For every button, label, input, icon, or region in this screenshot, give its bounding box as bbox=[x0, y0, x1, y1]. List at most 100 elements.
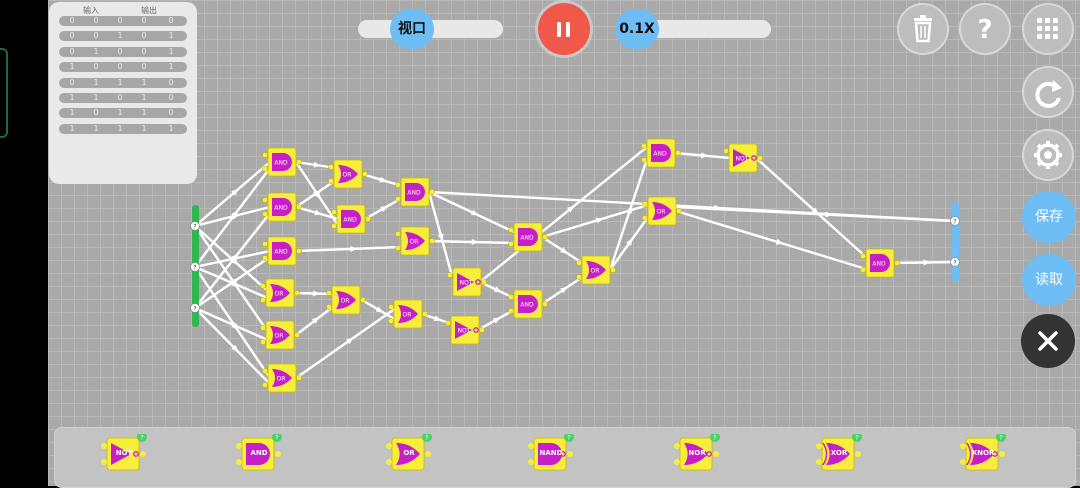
gate-not[interactable]: NOT bbox=[445, 315, 485, 345]
truth-input-cell: 0 bbox=[93, 108, 99, 118]
palette-gate-not[interactable]: ?NOT bbox=[101, 434, 147, 474]
truth-input-cell: 0 bbox=[69, 77, 75, 87]
truth-input-cell: 0 bbox=[69, 31, 75, 41]
gate-and[interactable]: AND bbox=[508, 289, 548, 319]
truth-output-cell: 1 bbox=[168, 123, 174, 133]
wire bbox=[194, 212, 271, 309]
input-pin[interactable]: ? bbox=[190, 221, 200, 231]
gate-label: AND bbox=[274, 248, 288, 255]
gate-or[interactable]: OR bbox=[326, 285, 366, 315]
wire bbox=[194, 256, 271, 309]
gate-and[interactable]: AND bbox=[262, 236, 302, 266]
gate-label: OR bbox=[343, 171, 352, 178]
trash-button[interactable] bbox=[897, 3, 949, 55]
circuit-canvas[interactable] bbox=[48, 0, 1080, 486]
gate-and[interactable]: AND bbox=[860, 248, 900, 278]
settings-button[interactable] bbox=[1022, 129, 1074, 181]
truth-table-header: 输入 输出 bbox=[49, 5, 197, 15]
close-button[interactable] bbox=[1021, 314, 1075, 368]
gear-icon bbox=[1034, 141, 1062, 169]
wire-arrow bbox=[379, 176, 387, 183]
speed-knob[interactable]: 0.1X bbox=[615, 9, 659, 49]
input-pin[interactable]: ? bbox=[190, 303, 200, 313]
palette-gate-xnor[interactable]: ?XNOR bbox=[960, 434, 1006, 474]
palette-gate-label: OR bbox=[403, 449, 415, 457]
gate-or[interactable]: OR bbox=[262, 363, 302, 393]
truth-output-cell: 1 bbox=[168, 62, 174, 72]
wire-arrow bbox=[346, 337, 354, 345]
truth-input-cell: 1 bbox=[117, 31, 123, 41]
gate-label: NOT bbox=[460, 279, 473, 286]
gate-or[interactable]: OR bbox=[395, 226, 435, 256]
input-header: 输入 bbox=[83, 6, 99, 15]
palette-gate-nand[interactable]: ?NAND bbox=[528, 434, 574, 474]
svg-text:?: ? bbox=[425, 434, 428, 442]
gate-and[interactable]: AND bbox=[395, 177, 435, 207]
gate-or[interactable]: OR bbox=[642, 196, 682, 226]
output-pin[interactable]: ? bbox=[950, 257, 960, 267]
truth-input-cell: 0 bbox=[69, 46, 75, 56]
wire-arrow bbox=[231, 278, 239, 285]
left-edge-handle[interactable] bbox=[0, 48, 8, 138]
svg-text:?: ? bbox=[999, 434, 1002, 442]
palette-gate-or[interactable]: ? OR bbox=[386, 434, 432, 474]
wire-arrow bbox=[231, 188, 239, 196]
truth-input-cell: 1 bbox=[141, 108, 147, 118]
save-button[interactable]: 保存 bbox=[1022, 191, 1076, 243]
wire bbox=[608, 158, 649, 271]
truth-input-cell: 1 bbox=[141, 77, 147, 87]
gate-not[interactable]: NOT bbox=[447, 267, 487, 297]
gate-or[interactable]: OR bbox=[576, 255, 616, 285]
truth-input-cell: 0 bbox=[117, 93, 123, 102]
reset-button[interactable] bbox=[1022, 66, 1074, 118]
wire-arrow bbox=[492, 317, 501, 324]
wire bbox=[194, 306, 271, 343]
wire-arrow bbox=[626, 206, 632, 214]
output-pin[interactable]: ? bbox=[950, 216, 960, 226]
palette-gate-label: NAND bbox=[539, 449, 563, 457]
palette-gate-and[interactable]: ?AND bbox=[236, 434, 282, 474]
gate-and[interactable]: AND bbox=[262, 192, 302, 222]
palette-gate-xor[interactable]: ?XOR bbox=[816, 434, 862, 474]
viewport-knob[interactable]: 视口 bbox=[390, 9, 434, 49]
wire-arrow bbox=[470, 209, 479, 216]
menu-button[interactable] bbox=[1022, 3, 1074, 55]
gate-label: AND bbox=[520, 301, 534, 308]
wire-arrow bbox=[314, 191, 321, 200]
gate-and[interactable]: AND bbox=[262, 147, 302, 177]
gate-or[interactable]: OR bbox=[260, 278, 300, 308]
gate-label: AND bbox=[274, 159, 288, 166]
gate-label: OR bbox=[275, 332, 284, 339]
wire bbox=[755, 157, 867, 258]
truth-output-cell: 0 bbox=[168, 16, 174, 25]
gate-or[interactable]: OR bbox=[328, 159, 368, 189]
input-pin[interactable]: ? bbox=[190, 262, 200, 272]
wire-arrow bbox=[566, 205, 575, 213]
wire-arrow bbox=[314, 209, 322, 216]
truth-input-cell: 1 bbox=[93, 123, 99, 133]
truth-input-cell: 0 bbox=[117, 62, 123, 72]
gate-label: AND bbox=[343, 216, 357, 223]
pause-button[interactable] bbox=[538, 3, 590, 55]
gate-label: AND bbox=[872, 260, 886, 267]
pin-label: ? bbox=[193, 264, 196, 271]
gate-and[interactable]: AND bbox=[641, 138, 681, 168]
gate-or[interactable]: OR bbox=[388, 299, 428, 329]
load-button[interactable]: 读取 bbox=[1022, 254, 1076, 306]
gate-not[interactable]: NOT bbox=[723, 143, 763, 173]
wire-arrow bbox=[560, 286, 568, 294]
wire-arrow bbox=[350, 245, 358, 252]
gate-and[interactable]: AND bbox=[331, 204, 371, 234]
reset-icon bbox=[1035, 80, 1062, 108]
palette-gate-label: NOT bbox=[115, 449, 133, 457]
palette-gate-nor[interactable]: ?NOR bbox=[674, 434, 720, 474]
gate-and[interactable]: AND bbox=[508, 222, 548, 252]
pin-label: ? bbox=[193, 305, 196, 312]
gate-label: OR bbox=[275, 290, 284, 297]
truth-input-cell: 0 bbox=[69, 16, 75, 25]
wire-arrow bbox=[231, 210, 239, 218]
help-button[interactable]: ? bbox=[959, 3, 1011, 55]
gate-label: AND bbox=[520, 234, 534, 241]
gate-or[interactable]: OR bbox=[260, 320, 300, 350]
